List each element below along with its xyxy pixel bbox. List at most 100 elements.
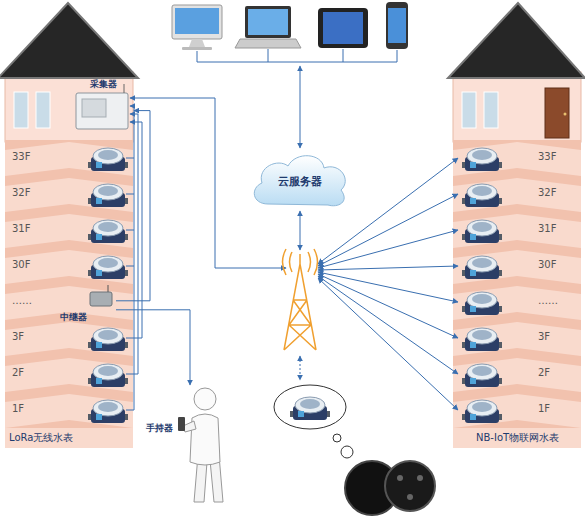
antenna: [124, 84, 125, 93]
cloud-server: 云服务器: [248, 150, 352, 208]
head: [194, 388, 216, 410]
door: [545, 88, 569, 138]
water-meter: [88, 220, 128, 243]
roof: [448, 3, 585, 78]
floor-label: 32F: [538, 187, 556, 199]
right-building: [448, 3, 585, 448]
floor-label: 1F: [12, 403, 24, 415]
water-meter: [462, 148, 502, 171]
floor-label: 31F: [538, 223, 556, 235]
floor-band: [453, 284, 581, 320]
floor-band: [453, 212, 581, 248]
handheld: 手持器: [145, 385, 230, 507]
floor-band: [453, 320, 581, 356]
floor-label: 33F: [12, 151, 30, 163]
window: [462, 92, 476, 128]
collector: 采集器: [72, 77, 134, 133]
water-meter: [462, 400, 502, 423]
cloud-to-tower: [300, 211, 301, 250]
dotted-link: [300, 356, 301, 380]
stand: [189, 39, 205, 47]
handheld-device: [178, 417, 185, 431]
floor-band: [5, 176, 133, 212]
monitor: [172, 5, 222, 39]
nbiot-link: [318, 276, 458, 374]
floor-band: [453, 248, 581, 284]
floor-label: 33F: [538, 151, 556, 163]
node-label: LoRa无线水表: [9, 432, 73, 444]
antenna: [108, 285, 109, 292]
meter-link: [126, 122, 142, 338]
building: 采集器中继器LoRa无线水表: [3, 60, 138, 450]
cell-tower: [283, 249, 318, 350]
window: [36, 92, 50, 128]
floor-label: 1F: [538, 403, 550, 415]
nbiot-link: [318, 278, 458, 410]
meter-well-lid: [385, 461, 435, 511]
collector-panel: [82, 99, 106, 117]
node-label: 手持器: [146, 423, 173, 434]
floor-band: [453, 176, 581, 212]
meter-link: [126, 158, 134, 266]
floor-label: 2F: [12, 367, 24, 379]
node-label: 采集器: [90, 79, 117, 90]
bubble-dot: [333, 434, 341, 442]
floor-label: ……: [538, 295, 558, 307]
screen: [248, 9, 288, 35]
lid-hole: [407, 494, 413, 500]
phone-body: [386, 2, 408, 49]
water-meter: [462, 256, 502, 279]
building: NB-IoT物联网水表: [452, 60, 582, 450]
meter-link: [126, 106, 134, 410]
water-meter: [88, 328, 128, 351]
person-figure: [178, 388, 223, 502]
node-label: 云服务器: [278, 175, 322, 188]
nbiot-link: [318, 266, 458, 270]
screen: [388, 8, 406, 43]
radio-waves: [283, 249, 318, 275]
water-meter: [290, 397, 330, 420]
node-label: NB-IoT物联网水表: [476, 432, 559, 444]
floor-band: [453, 356, 581, 392]
floor-band: [5, 356, 133, 392]
cloud-outline: [254, 156, 345, 206]
floor-label: 31F: [12, 223, 30, 235]
bubble-dot: [341, 446, 353, 458]
desktop-icon: [172, 5, 222, 50]
bus-line: [197, 49, 397, 62]
water-meter: [88, 256, 128, 279]
water-meter: [462, 220, 502, 243]
floor-label: 3F: [12, 331, 24, 343]
collector-device: [76, 84, 128, 129]
collector-box: [76, 93, 128, 129]
water-meter: [462, 184, 502, 207]
window: [484, 92, 498, 128]
floor-label: 2F: [538, 367, 550, 379]
floor-label: 30F: [12, 259, 30, 271]
laptop-icon: [235, 6, 301, 48]
screen: [175, 8, 219, 34]
ground-band: [453, 428, 581, 448]
floor-band: [5, 392, 133, 428]
water-meter: [88, 184, 128, 207]
meter-link: [126, 114, 138, 374]
bus-to-cloud: [300, 66, 301, 148]
wall: [5, 72, 133, 142]
water-meter: [88, 148, 128, 171]
floor-band: [453, 392, 581, 428]
floor-label: 3F: [538, 331, 550, 343]
water-meter: [462, 364, 502, 387]
floor-band: [5, 140, 133, 176]
floor-band: [5, 320, 133, 356]
window: [14, 92, 28, 128]
water-meter: [88, 364, 128, 387]
phone-icon: [386, 2, 408, 49]
left-building: [0, 3, 138, 448]
device-bus: [197, 49, 397, 250]
nbiot-link: [318, 274, 458, 338]
keyboard: [235, 39, 301, 48]
connector: [116, 310, 190, 385]
lid: [245, 6, 291, 38]
floor-label: 30F: [538, 259, 556, 271]
